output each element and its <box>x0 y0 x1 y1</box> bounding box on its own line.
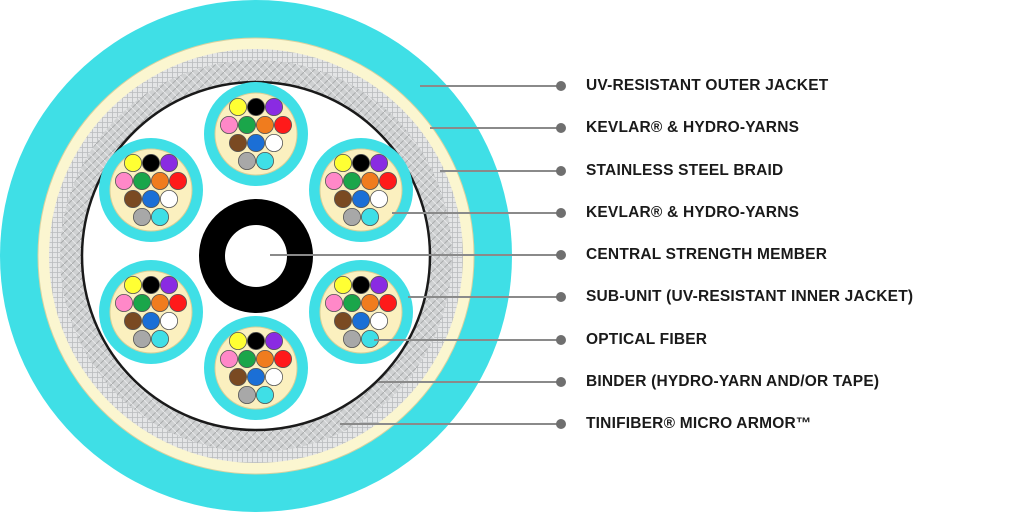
optical-fiber <box>115 171 134 190</box>
optical-fiber <box>168 293 187 312</box>
optical-fiber <box>132 171 151 190</box>
sub-unit <box>309 138 413 242</box>
optical-fiber <box>150 171 169 190</box>
optical-fiber <box>124 311 143 330</box>
optical-fiber <box>369 153 388 172</box>
optical-fiber <box>150 207 169 226</box>
optical-fiber <box>255 385 274 404</box>
optical-fiber <box>255 116 274 135</box>
optical-fiber <box>378 293 397 312</box>
optical-fiber <box>150 293 169 312</box>
optical-fiber <box>342 207 361 226</box>
leader-dot <box>556 377 566 387</box>
optical-fiber <box>324 171 343 190</box>
optical-fiber <box>351 275 370 294</box>
optical-fiber <box>369 189 388 208</box>
optical-fiber <box>132 293 151 312</box>
optical-fiber <box>342 293 361 312</box>
optical-fiber <box>159 153 178 172</box>
optical-fiber <box>168 171 187 190</box>
optical-fiber <box>264 133 283 152</box>
optical-fiber <box>273 116 292 135</box>
optical-fiber <box>360 293 379 312</box>
sub-unit <box>99 260 203 364</box>
optical-fiber <box>159 275 178 294</box>
optical-fiber <box>141 311 160 330</box>
optical-fiber <box>228 98 247 117</box>
optical-fiber <box>264 98 283 117</box>
optical-fiber <box>141 153 160 172</box>
leader-dot <box>556 292 566 302</box>
optical-fiber <box>132 329 151 348</box>
optical-fiber <box>255 151 274 170</box>
optical-fiber <box>342 329 361 348</box>
optical-fiber <box>124 189 143 208</box>
leader-dot <box>556 419 566 429</box>
optical-fiber <box>333 311 352 330</box>
optical-fiber <box>150 329 169 348</box>
optical-fiber <box>237 385 256 404</box>
optical-fiber <box>159 311 178 330</box>
optical-fiber <box>264 367 283 386</box>
optical-fiber <box>264 331 283 350</box>
optical-fiber <box>351 189 370 208</box>
sub-unit <box>204 82 308 186</box>
optical-fiber <box>141 275 160 294</box>
optical-fiber <box>124 275 143 294</box>
optical-fiber <box>333 189 352 208</box>
central-strength-member-core <box>225 225 287 287</box>
optical-fiber <box>141 189 160 208</box>
optical-fiber <box>273 349 292 368</box>
optical-fiber <box>237 151 256 170</box>
leader-dot <box>556 123 566 133</box>
optical-fiber <box>351 153 370 172</box>
optical-fiber <box>246 331 265 350</box>
optical-fiber <box>351 311 370 330</box>
optical-fiber <box>159 189 178 208</box>
optical-fiber <box>360 207 379 226</box>
leader-dot <box>556 166 566 176</box>
optical-fiber <box>255 349 274 368</box>
optical-fiber <box>132 207 151 226</box>
optical-fiber <box>369 275 388 294</box>
optical-fiber <box>237 349 256 368</box>
leader-dot <box>556 335 566 345</box>
optical-fiber <box>360 171 379 190</box>
optical-fiber <box>237 116 256 135</box>
optical-fiber <box>246 133 265 152</box>
optical-fiber <box>333 275 352 294</box>
optical-fiber <box>369 311 388 330</box>
sub-unit <box>99 138 203 242</box>
optical-fiber <box>219 349 238 368</box>
optical-fiber <box>124 153 143 172</box>
sub-unit <box>309 260 413 364</box>
optical-fiber <box>228 367 247 386</box>
optical-fiber <box>378 171 397 190</box>
optical-fiber <box>246 367 265 386</box>
optical-fiber <box>228 331 247 350</box>
optical-fiber <box>324 293 343 312</box>
leader-dot <box>556 250 566 260</box>
optical-fiber <box>115 293 134 312</box>
optical-fiber <box>228 133 247 152</box>
leader-dot <box>556 208 566 218</box>
optical-fiber <box>246 98 265 117</box>
optical-fiber <box>333 153 352 172</box>
optical-fiber <box>342 171 361 190</box>
optical-fiber <box>219 116 238 135</box>
leader-dot <box>556 81 566 91</box>
sub-unit <box>204 316 308 420</box>
